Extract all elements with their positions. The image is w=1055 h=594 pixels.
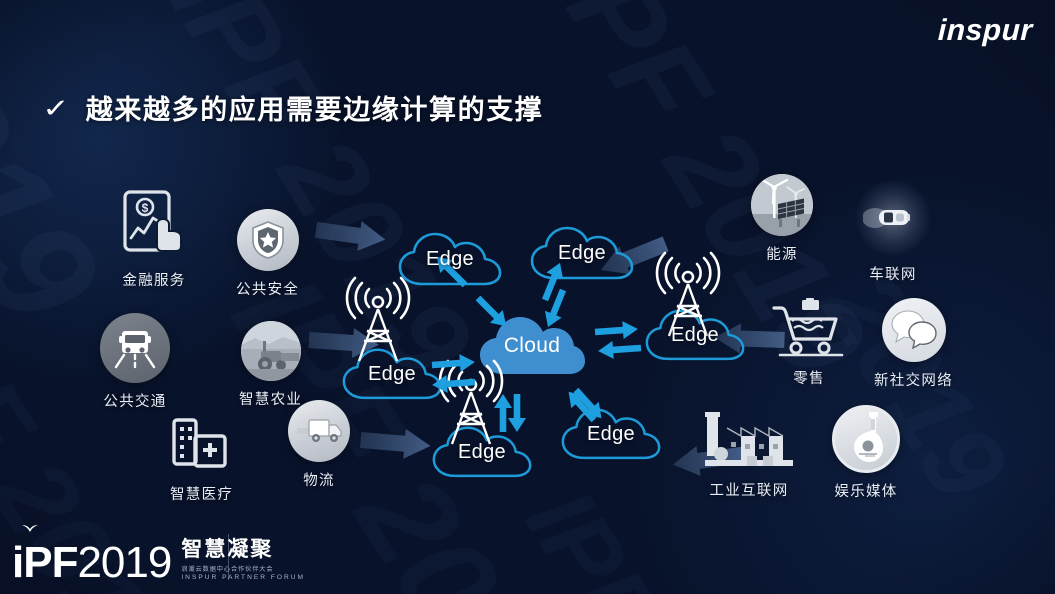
page-title-text: 越来越多的应用需要边缘计算的支撑 [85, 95, 544, 125]
edge-cloud-top-left[interactable]: Edge [396, 228, 504, 290]
tractor-icon [240, 321, 301, 381]
node-public-transit[interactable]: 公共交通 [100, 313, 170, 411]
edge-label: Edge [458, 440, 506, 463]
ipf-sub-cn: 浪潮云数据中心合作伙伴大会 [181, 566, 274, 573]
node-label: 金融服务 [122, 273, 186, 289]
node-label: 零售 [793, 371, 825, 387]
shield-badge-icon [236, 209, 299, 271]
node-label: 公共交通 [103, 394, 167, 410]
edge-cloud-top-right[interactable]: Edge [528, 222, 636, 284]
page-title: ✓ 越来越多的应用需要边缘计算的支撑 [42, 88, 544, 127]
node-label: 智慧医疗 [170, 487, 234, 503]
ipf-sub-en: INSPUR PARTNER FORUM [181, 574, 305, 581]
cloud-outline [561, 408, 661, 460]
truck-icon [288, 400, 350, 462]
tower-left [345, 275, 411, 368]
ipf-cn-title: 智慧凝聚 [181, 537, 274, 561]
watermark-text: IPF 2019 [144, 0, 497, 398]
ipf-wordmark: iPF2019 [12, 541, 172, 585]
node-label: 公共安全 [236, 282, 300, 298]
edge-cloud-bottom-right[interactable]: Edge [559, 404, 663, 464]
edge-label: Edge [368, 362, 416, 385]
cloud-center-label: Cloud [503, 334, 561, 357]
node-smart-health[interactable]: 智慧医疗 [170, 418, 233, 504]
wind-solar-icon [751, 174, 813, 236]
node-finance[interactable]: $ 金融服务 [113, 190, 195, 290]
svg-text:$: $ [142, 201, 149, 215]
factory-icon [703, 410, 795, 472]
node-label: 能源 [766, 247, 798, 263]
node-public-safety[interactable]: 公共安全 [236, 209, 299, 299]
node-label: 物流 [303, 473, 335, 489]
tower-center-bottom [438, 358, 504, 451]
watermark-text: 2019 [0, 0, 134, 350]
car-icon [855, 180, 931, 256]
edge-label: Edge [671, 323, 719, 346]
node-social[interactable]: 新社交网络 [874, 298, 953, 390]
check-icon: ✓ [42, 92, 70, 123]
hospital-icon [171, 418, 233, 476]
node-label: 新社交网络 [874, 373, 953, 389]
ipf-tagline-block: 智慧凝聚 浪潮云数据中心合作伙伴大会 INSPUR PARTNER FORUM [181, 537, 305, 584]
node-iov[interactable]: 车联网 [855, 180, 931, 284]
ipf-logo: iPF2019 智慧凝聚 浪潮云数据中心合作伙伴大会 INSPUR PARTNE… [12, 525, 305, 585]
cloud-fill [480, 317, 585, 374]
node-logistics[interactable]: 物流 [288, 400, 350, 490]
node-industrial-iot[interactable]: 工业互联网 [703, 410, 795, 500]
cloud-outline [398, 232, 502, 286]
shopping-cart-icon [772, 298, 846, 360]
edge-label: Edge [587, 422, 635, 445]
watermark-text: IPF [502, 470, 680, 594]
tablet-finance-icon: $ [113, 190, 195, 262]
flow-arrow-left-bottom [359, 428, 431, 459]
cloud-outline [645, 309, 745, 361]
guitar-icon [832, 405, 900, 473]
tower-right [655, 250, 721, 343]
footer-divider [228, 534, 229, 580]
edge-label: Edge [558, 241, 606, 264]
node-label: 娱乐媒体 [834, 484, 898, 500]
ipf-year: 2019 [77, 538, 172, 588]
cloud-outline [432, 426, 532, 478]
flow-arrow-left-top [314, 221, 386, 251]
cloud-outline [530, 226, 634, 280]
node-entertainment[interactable]: 娱乐媒体 [832, 405, 900, 501]
edge-cloud-bottom-left[interactable]: Edge [430, 422, 534, 482]
inspur-logo: inspur [937, 14, 1034, 47]
cloud-center[interactable]: Cloud [477, 312, 587, 380]
node-retail[interactable]: 零售 [772, 298, 846, 388]
node-label: 工业互联网 [709, 483, 789, 499]
node-label: 智慧农业 [239, 392, 303, 408]
ipf-letters: iPF [12, 538, 78, 588]
node-label: 车联网 [869, 267, 917, 283]
edge-cloud-right[interactable]: Edge [643, 305, 747, 365]
node-smart-agri[interactable]: 智慧农业 [239, 321, 302, 409]
edge-label: Edge [426, 247, 474, 270]
node-energy[interactable]: 能源 [751, 174, 813, 264]
bus-icon [100, 313, 170, 383]
chat-bubbles-icon [881, 298, 946, 362]
leaf-icon [22, 525, 38, 532]
